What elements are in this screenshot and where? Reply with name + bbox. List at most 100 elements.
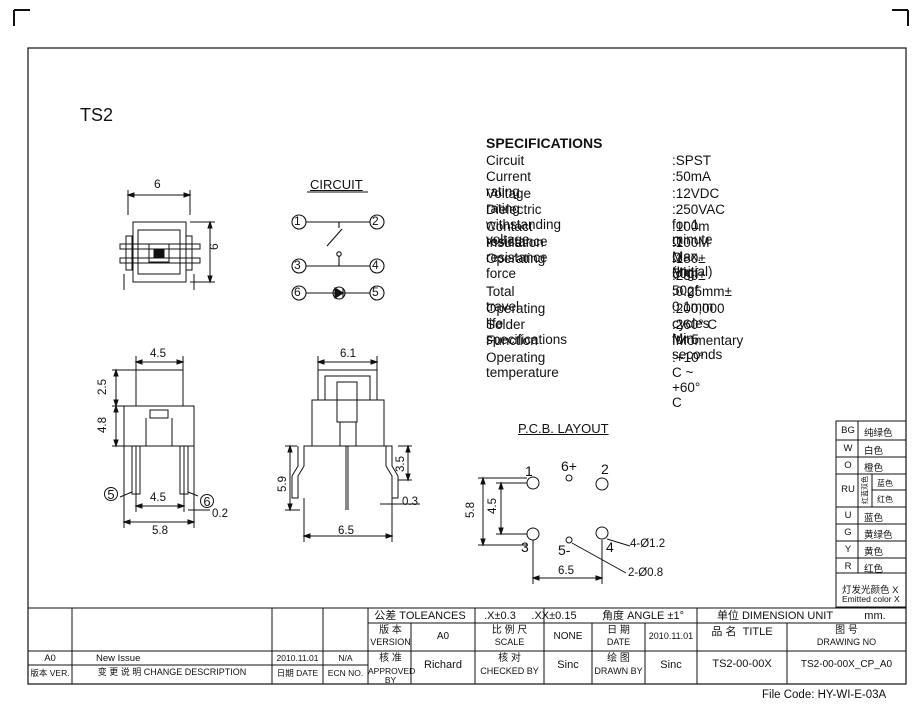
front-pin-5-label: 5 bbox=[104, 487, 118, 501]
color-code: RU bbox=[841, 484, 855, 495]
tb-date-en: DATE bbox=[606, 637, 631, 647]
pcb-dim-hole-large: 4-Ø1.2 bbox=[630, 538, 666, 550]
tb-unit-value: mm. bbox=[864, 610, 886, 622]
color-name: 白色 bbox=[864, 446, 884, 457]
spec-value: :Momentary bbox=[672, 333, 744, 349]
spec-value: :SPST bbox=[672, 153, 712, 168]
title-block-grid bbox=[28, 607, 906, 684]
color-name: 黄色 bbox=[864, 547, 884, 558]
spec-value: :100M Ω Min. bbox=[672, 235, 710, 280]
tb-scale-cn: 比 例 尺 bbox=[491, 625, 528, 636]
tb-version-value: A0 bbox=[436, 631, 450, 642]
tb-drawno-cn: 图 号 bbox=[835, 625, 858, 636]
pcb-label-3: 3 bbox=[521, 539, 529, 555]
spec-label: Dielectric withstanding voltage bbox=[486, 202, 562, 248]
circuit-pin-1: 1 bbox=[294, 214, 301, 228]
pcb-label-2: 2 bbox=[601, 461, 609, 477]
pcb-title: P.C.B. LAYOUT bbox=[518, 421, 609, 436]
color-name: 黄绿色 bbox=[864, 530, 893, 541]
circuit-diagram bbox=[291, 191, 385, 301]
tb-tolerances: 公差 TOLEANCES bbox=[374, 610, 466, 622]
specs-heading: SPECIFICATIONS bbox=[486, 135, 603, 151]
tb-drawn-cn: 绘 图 bbox=[607, 653, 630, 664]
tb-unit: 单位 DIMENSION UNIT bbox=[716, 610, 834, 622]
circuit-title: CIRCUIT bbox=[310, 177, 363, 192]
tb-approved-cn: 核 准 bbox=[379, 653, 402, 664]
tb-checked-cn: 核 对 bbox=[498, 653, 521, 664]
spec-value: :0.25mm± 0.1mm bbox=[672, 284, 732, 315]
side-dim-left: 5.9 bbox=[277, 476, 289, 492]
front-dim-pin-pitch: 4.5 bbox=[150, 492, 166, 504]
tb-checked-value: Sinc bbox=[557, 659, 579, 671]
tb-drawn-value: Sinc bbox=[660, 659, 682, 671]
rev-header-ecn: ECN NO. bbox=[327, 668, 364, 678]
rev-ecn-value: N/A bbox=[338, 653, 353, 663]
pcb-layout-drawing bbox=[478, 474, 631, 584]
color-code: Y bbox=[844, 544, 852, 555]
circuit-pin-2: 2 bbox=[372, 214, 379, 228]
tb-drawno-value: TS2-00-00X_CP_A0 bbox=[800, 659, 893, 670]
tb-name-cn: 品 名 bbox=[711, 626, 737, 638]
file-code: File Code: HY-WI-E-03A bbox=[762, 689, 887, 701]
tb-drawno-en: DRAWING NO bbox=[816, 637, 877, 647]
part-title: TS2 bbox=[80, 105, 114, 125]
spec-label: Insulation resistance bbox=[486, 235, 548, 265]
spec-value: :+10° C ~ +60° C bbox=[672, 349, 705, 410]
color-code: BG bbox=[841, 425, 855, 436]
pcb-label-6plus: 6+ bbox=[561, 458, 577, 474]
side-dim-right: 3.5 bbox=[395, 456, 407, 472]
spec-label: Total travel bbox=[486, 284, 520, 315]
tb-approved-value: Richard bbox=[424, 659, 462, 671]
spec-label: Contact resistance bbox=[486, 218, 548, 249]
tb-date-cn: 日 期 bbox=[607, 625, 630, 636]
color-code: W bbox=[843, 443, 853, 454]
spec-label: Current rating bbox=[486, 169, 532, 200]
front-pin-6-label: 6 bbox=[200, 494, 214, 508]
color-ru-sub-blue: 蓝色 bbox=[877, 479, 893, 488]
tb-drawn-en: DRAWN BY bbox=[594, 666, 643, 676]
color-name: 红色 bbox=[864, 564, 884, 575]
rev-header-date: 日期 DATE bbox=[276, 668, 319, 678]
rev-header-desc: 变 更 说 明 CHANGE DESCRIPTION bbox=[97, 667, 247, 677]
side-dim-bottom: 6.5 bbox=[338, 525, 354, 537]
tb-checked-en: CHECKED BY bbox=[480, 666, 539, 676]
spec-value: :180± 50gf bbox=[672, 251, 706, 282]
spec-value: :12VDC bbox=[672, 185, 720, 201]
tb-version-en: VERSION bbox=[370, 637, 411, 647]
side-dim-top: 6.1 bbox=[340, 348, 356, 360]
circuit-pin-3: 3 bbox=[294, 258, 301, 272]
circuit-pin-4: 4 bbox=[372, 258, 379, 272]
tb-tol-1: .X±0.3 bbox=[484, 610, 516, 622]
tb-approved-en: APPROVED BY bbox=[368, 666, 416, 685]
spec-label: Voltage rating bbox=[486, 185, 532, 216]
front-dim-pin-width: 0.2 bbox=[212, 508, 228, 520]
tb-angle: 角度 ANGLE ±1° bbox=[602, 610, 684, 622]
spec-label: Operating force bbox=[486, 251, 546, 282]
color-footer-cn: 灯发光颜色 X bbox=[842, 585, 899, 596]
spec-value: :100m Ω Max. (Initial) bbox=[672, 218, 713, 279]
tb-name-en: TITLE bbox=[742, 626, 773, 638]
tb-tol-2: .XX±0.15 bbox=[531, 610, 577, 622]
color-name: 纯绿色 bbox=[864, 428, 893, 439]
top-view-height-dim: 6 bbox=[207, 243, 221, 250]
spec-label: Solder specifications bbox=[486, 317, 568, 347]
pcb-label-5minus: 5- bbox=[558, 542, 571, 558]
front-dim-left-lower: 4.8 bbox=[97, 417, 109, 433]
front-view-drawing bbox=[112, 356, 210, 528]
side-dim-pin: 0.3 bbox=[402, 496, 418, 508]
color-code: G bbox=[844, 527, 852, 538]
spec-value: :250VAC for 1 minute bbox=[672, 202, 726, 248]
front-dim-left-upper: 2.5 bbox=[97, 379, 109, 395]
spec-label: Operating life bbox=[486, 300, 546, 331]
color-code: R bbox=[844, 561, 852, 572]
color-name: 橙色 bbox=[864, 463, 884, 474]
pcb-dim-inner: 4.5 bbox=[487, 498, 499, 514]
spec-value: :260° C for 5 seconds bbox=[672, 317, 723, 362]
color-table-grid bbox=[835, 420, 907, 608]
color-footer-en: Emitted color X bbox=[842, 594, 900, 604]
tb-title-value: TS2-00-00X bbox=[712, 658, 772, 670]
spec-value: :50mA bbox=[672, 169, 712, 185]
tb-scale-value: NONE bbox=[553, 631, 583, 642]
spec-label: Circuit bbox=[486, 153, 525, 168]
circuit-pin-5: 5 bbox=[372, 285, 379, 299]
